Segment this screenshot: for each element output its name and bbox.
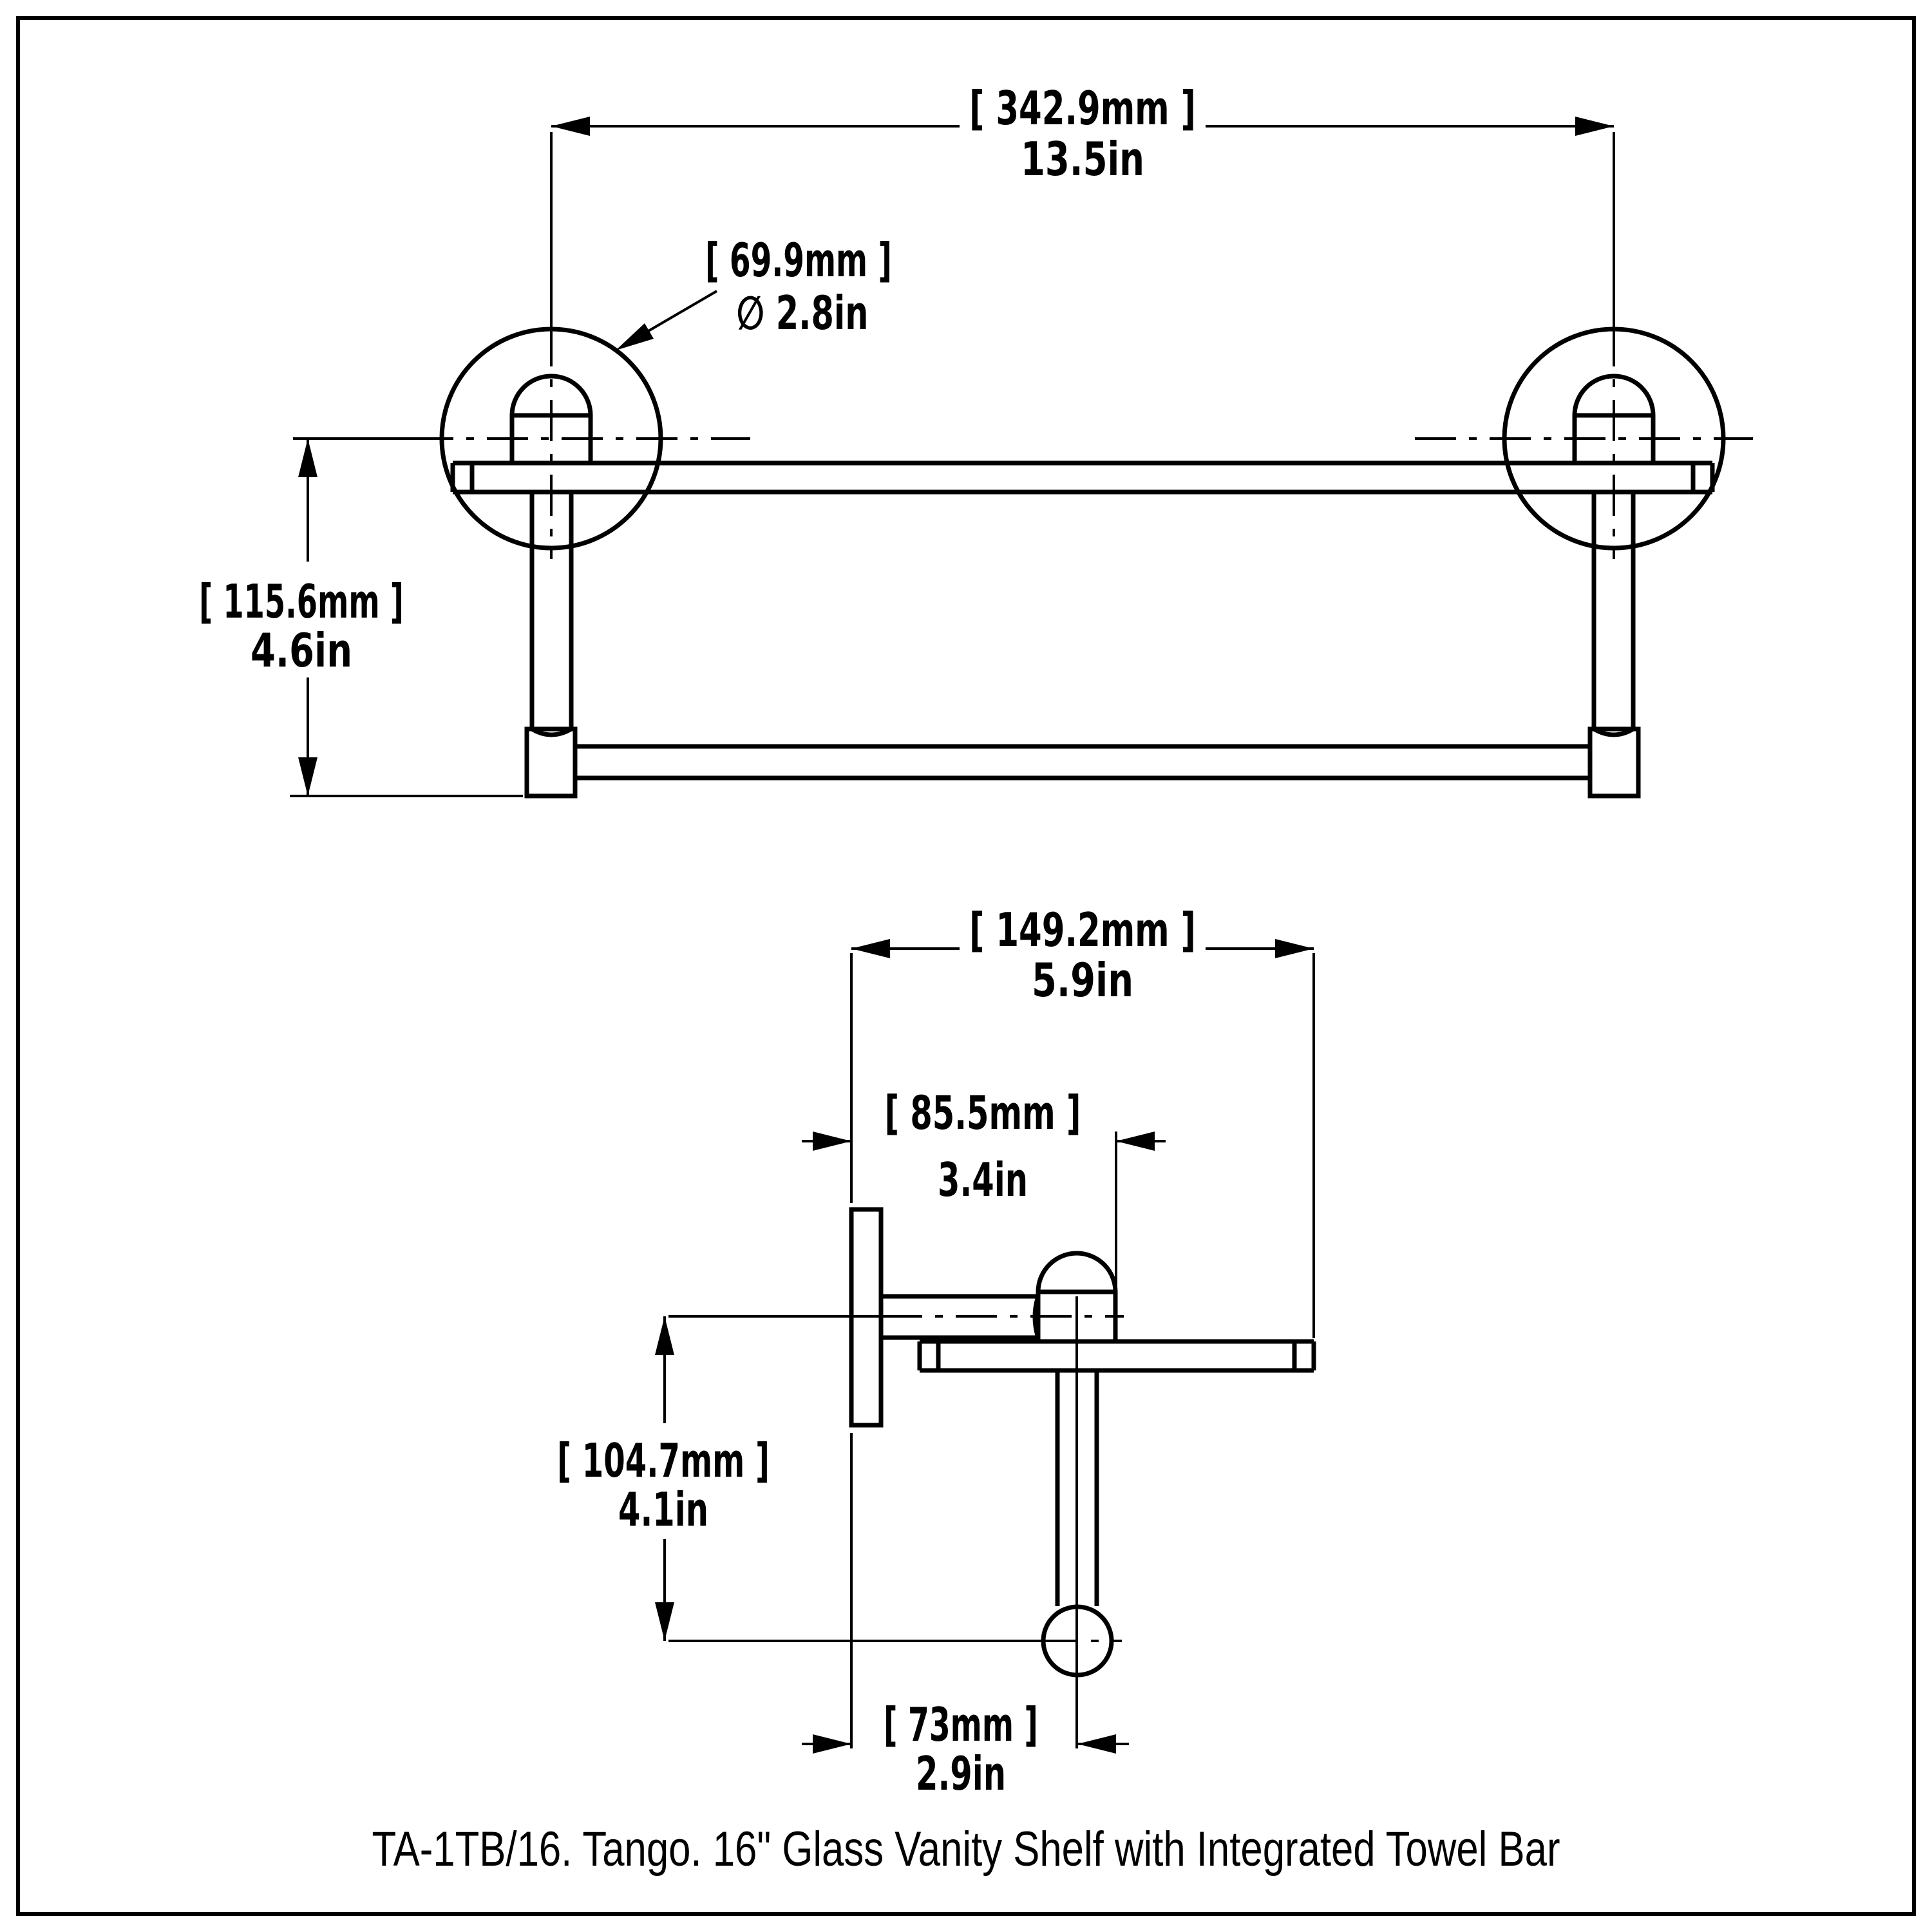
dim-flange-diameter: [ 69.9mm ] ∅ 2.8in	[616, 233, 892, 350]
towel-bar	[575, 744, 1590, 781]
arrow-up-icon	[298, 439, 317, 477]
dim-depth: [ 149.2mm ] 5.9in	[850, 903, 1315, 1338]
dim-depth-metric: [ 149.2mm ]	[969, 903, 1196, 957]
left-post	[529, 492, 574, 729]
arrow-up-icon	[655, 1316, 674, 1355]
glass-shelf	[450, 460, 1715, 495]
dim-wall-to-post: [ 85.5mm ] 3.4in	[802, 1086, 1166, 1289]
left-bar-block	[524, 726, 578, 799]
dim-wall-to-post-metric: [ 85.5mm ]	[885, 1086, 1081, 1140]
dim-width-metric: [ 342.9mm ]	[969, 81, 1196, 135]
border-frame	[16, 16, 1916, 1916]
dim-wall-to-post-imperial: 3.4in	[938, 1153, 1028, 1207]
arrow-down-icon	[298, 757, 317, 796]
arrow-right-icon	[813, 1734, 851, 1754]
dim-bar-offset: [ 73mm ] 2.9in	[802, 1433, 1129, 1801]
dim-diameter-imperial: ∅ 2.8in	[737, 286, 869, 340]
dim-drop: [ 104.7mm ] 4.1in	[557, 1315, 1042, 1642]
caption: TA-1TB/16. Tango. 16" Glass Vanity Shelf…	[372, 1822, 1560, 1877]
dim-depth-imperial: 5.9in	[1032, 953, 1133, 1007]
front-view: [ 342.9mm ] 13.5in [ 69.9mm ] ∅ 2.8in [ …	[199, 81, 1753, 799]
arrow-left-icon	[551, 117, 590, 136]
dim-bar-offset-metric: [ 73mm ]	[884, 1698, 1038, 1752]
right-post	[1591, 492, 1636, 729]
dim-drop-metric: [ 104.7mm ]	[557, 1434, 770, 1488]
dim-width-imperial: 13.5in	[1021, 132, 1144, 186]
dim-center-to-center: [ 342.9mm ] 13.5in	[550, 81, 1615, 325]
glass-shelf-side	[917, 1339, 1316, 1373]
arrow-down-icon	[655, 1602, 674, 1641]
mount-arm	[881, 1294, 1038, 1340]
arrow-left-icon	[851, 939, 890, 958]
right-bar-block	[1587, 726, 1641, 799]
dim-drop-imperial: 4.1in	[618, 1482, 708, 1537]
leader-arrow-icon	[616, 323, 654, 350]
dim-height-imperial: 4.6in	[251, 623, 352, 677]
dim-diameter-metric: [ 69.9mm ]	[705, 233, 892, 287]
arrow-right-icon	[1575, 117, 1614, 136]
arrow-right-icon	[813, 1132, 851, 1151]
dim-height-metric: [ 115.6mm ]	[199, 574, 404, 629]
dim-bar-offset-imperial: 2.9in	[916, 1747, 1006, 1801]
arrow-right-icon	[1275, 939, 1314, 958]
side-view: [ 149.2mm ] 5.9in [ 85.5mm ] 3.4in [ 104…	[557, 903, 1316, 1801]
dim-height: [ 115.6mm ] 4.6in	[199, 437, 523, 797]
arrow-left-icon	[1116, 1132, 1155, 1151]
arrow-left-icon	[1077, 1734, 1116, 1754]
drop-post	[1055, 1370, 1099, 1606]
